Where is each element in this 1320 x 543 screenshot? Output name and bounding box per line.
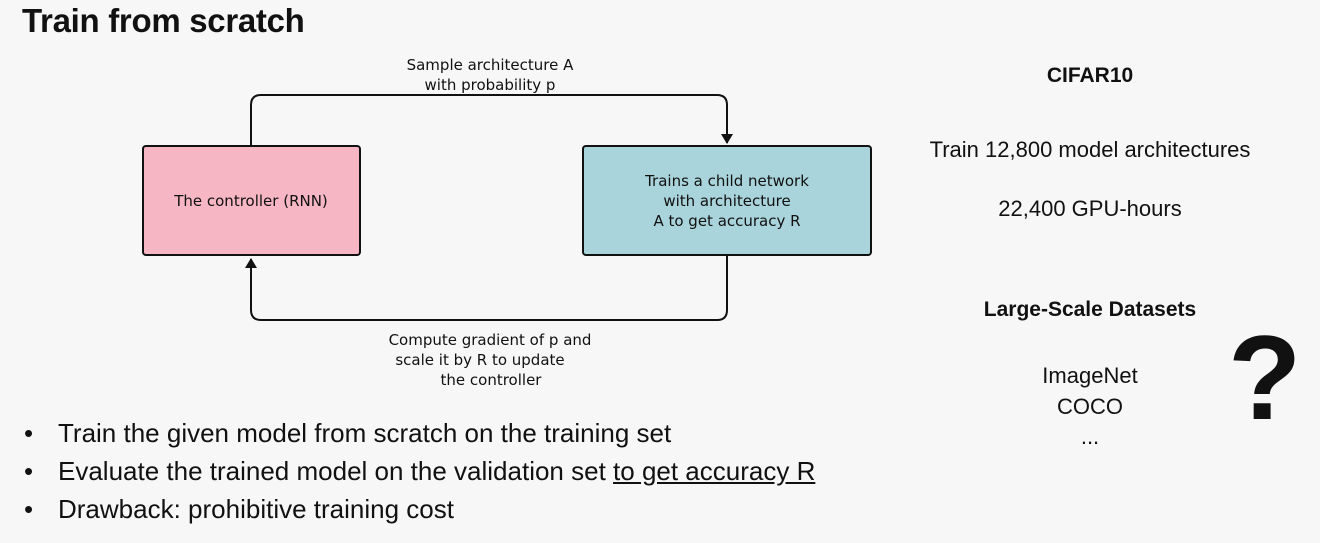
gpu-hours-text: 22,400 GPU-hours (998, 196, 1182, 221)
gradient-label-line: scale it by R to update (395, 351, 564, 369)
sample-label-line: Sample architecture A (407, 56, 575, 74)
gradient-label-line: the controller (441, 371, 543, 389)
large-scale-heading: Large-Scale Datasets (983, 298, 1197, 321)
sample-arrow (250, 94, 733, 146)
bullet-dot: • (24, 418, 34, 448)
slide-title: Train from scratch (22, 2, 305, 39)
bullet-dot: • (24, 494, 34, 524)
controller-label: The controller (RNN) (173, 192, 328, 210)
child-label-line: with architecture (663, 192, 790, 210)
child-label-line: Trains a child network (644, 172, 809, 190)
question-mark-icon: ? (1228, 311, 1302, 445)
controller-box (142, 145, 361, 256)
cifar-heading: CIFAR10 (1046, 64, 1134, 87)
child-network-box (582, 145, 872, 256)
bullet-text: Evaluate the trained model on the valida… (58, 456, 614, 486)
train-count-text: Train 12,800 model architectures (929, 137, 1251, 162)
dataset-item: COCO (1057, 394, 1123, 419)
bullet-item: • Train the given model from scratch on t… (24, 414, 815, 452)
child-label-line: A to get accuracy R (653, 212, 800, 230)
bullet-item: • Drawback: prohibitive training cost (24, 490, 815, 528)
dataset-item: ImageNet (1042, 363, 1138, 388)
feedback-arrow (245, 256, 728, 321)
bullet-text: Drawback: prohibitive training cost (58, 494, 454, 524)
sample-label-line: with probability p (425, 76, 556, 94)
bullet-text: Train the given model from scratch on th… (58, 418, 672, 448)
bullet-item: • Evaluate the trained model on the valid… (24, 452, 815, 490)
bullet-dot: • (24, 456, 34, 486)
bullet-underlined-text: to get accuracy R (613, 456, 816, 486)
gradient-label-line: Compute gradient of p and (389, 331, 592, 349)
dataset-item: ... (1080, 424, 1100, 449)
bullet-list: • Train the given model from scratch on t… (24, 414, 815, 528)
